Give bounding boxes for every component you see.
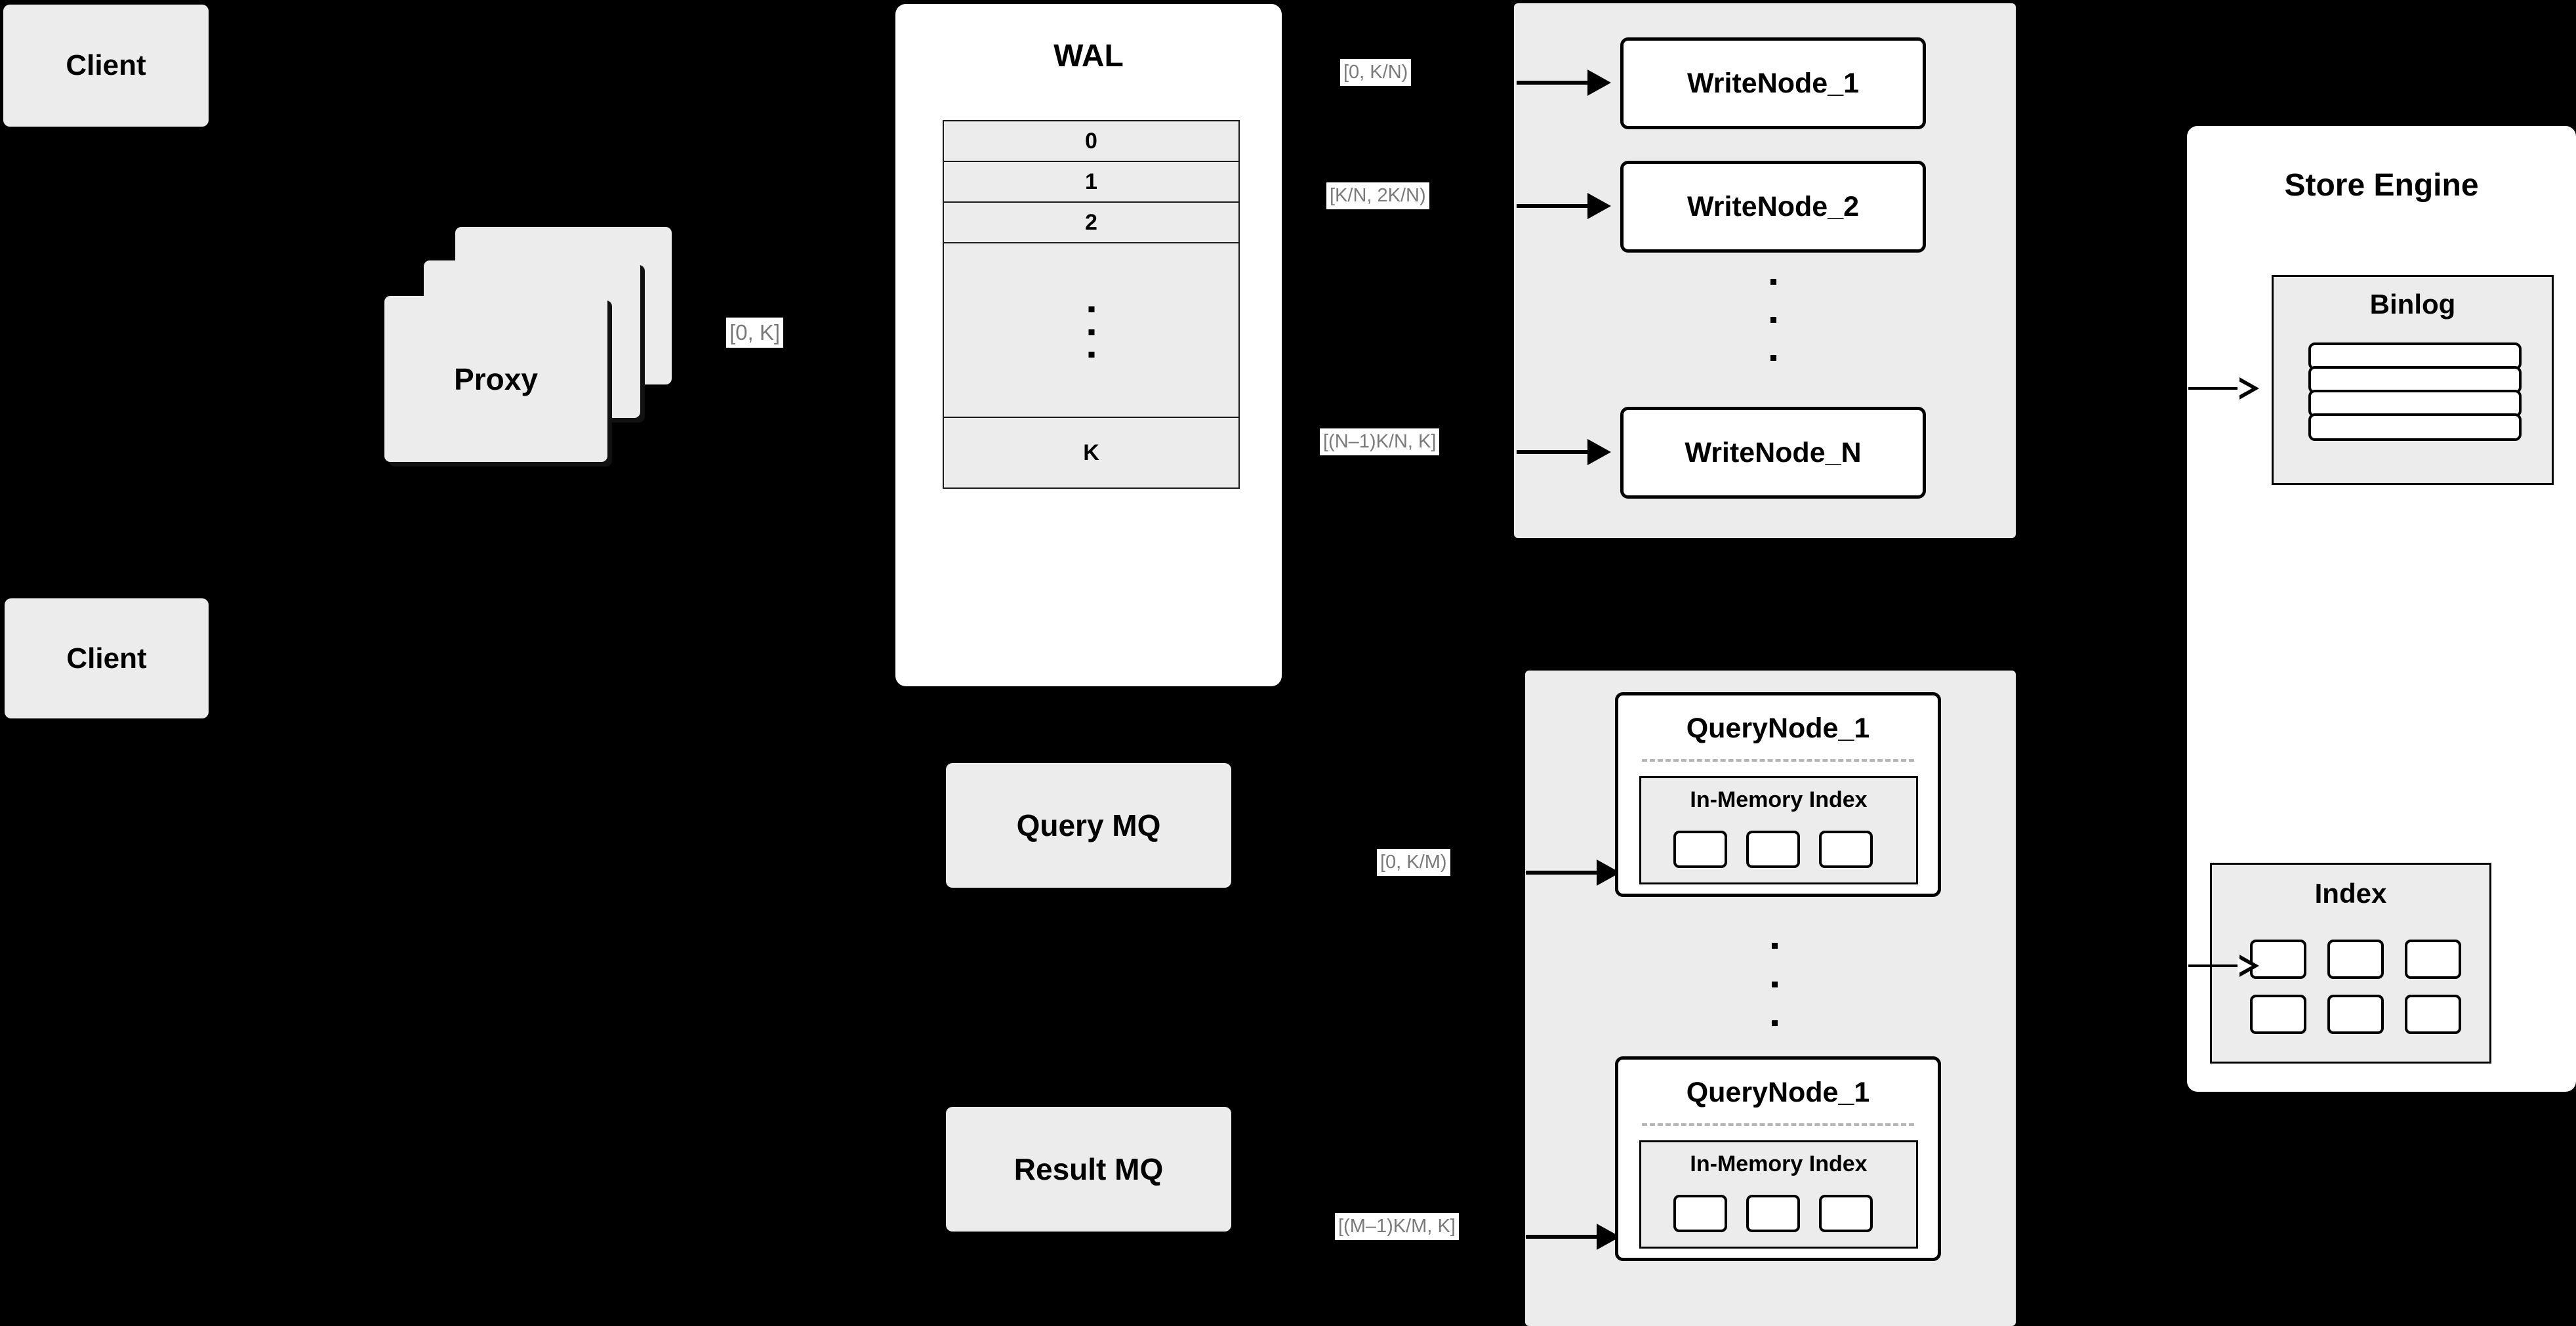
index-cell-5 [2327, 995, 2384, 1034]
binlog-row-3 [2308, 390, 2522, 417]
binlog-arrow-line [2188, 387, 2242, 390]
index-title: Index [2314, 878, 2387, 909]
binlog-title: Binlog [2369, 289, 2456, 320]
client-label-2: Client [66, 642, 147, 674]
wal-entry-0: 0 [943, 120, 1240, 162]
wal-ellipsis-dots [1088, 306, 1094, 358]
query-node-1[interactable]: QueryNode_1 In-Memory Index [1615, 692, 1941, 897]
query-node-2[interactable]: QueryNode_1 In-Memory Index [1615, 1056, 1941, 1261]
query-node-1-segment-1 [1673, 831, 1727, 868]
index-cell-3 [2405, 940, 2461, 979]
proxy-output-range-label: [0, K] [726, 318, 784, 348]
wal-entry-k: K [943, 417, 1240, 489]
write-node-2-label: WriteNode_2 [1687, 190, 1860, 222]
binlog-row-4 [2308, 413, 2522, 441]
query-node-2-range-label: [(M–1)K/M, K] [1335, 1213, 1459, 1241]
store-engine-title: Store Engine [2284, 168, 2479, 203]
binlog-box: Binlog [2272, 275, 2554, 485]
query-node-1-label: QueryNode_1 [1686, 713, 1870, 744]
query-node-2-label: QueryNode_1 [1686, 1077, 1870, 1108]
query-node-2-segment-3 [1819, 1195, 1873, 1232]
query-node-1-arrow-line [1526, 871, 1598, 875]
write-node-n[interactable]: WriteNode_N [1620, 407, 1926, 499]
write-node-2-arrow-line [1517, 204, 1589, 208]
query-node-2-segment-1 [1673, 1195, 1727, 1232]
query-node-1-inmemory-index-title: In-Memory Index [1690, 787, 1868, 812]
write-node-1-arrow-head [1587, 70, 1611, 96]
client-label-1: Client [66, 49, 146, 81]
write-cluster-ellipsis [1770, 279, 1776, 361]
client-box-1[interactable]: Client [3, 5, 209, 127]
query-node-1-segment-3 [1819, 831, 1873, 868]
write-node-2-range-label: [K/N, 2K/N) [1326, 182, 1429, 210]
query-node-1-inmemory-index: In-Memory Index [1639, 776, 1918, 884]
write-node-1-label: WriteNode_1 [1687, 67, 1860, 99]
query-node-1-segment-2 [1746, 831, 1800, 868]
write-node-n-arrow-head [1587, 439, 1611, 465]
index-arrow-head [2238, 955, 2259, 977]
index-cell-4 [2250, 995, 2306, 1034]
binlog-row-1 [2308, 342, 2522, 370]
client-box-2[interactable]: Client [5, 598, 209, 718]
write-node-2[interactable]: WriteNode_2 [1620, 161, 1926, 253]
wal-entry-ellipsis [943, 242, 1240, 418]
query-mq-box[interactable]: Query MQ [946, 763, 1231, 888]
proxy-label: Proxy [454, 362, 538, 396]
binlog-arrow-head [2238, 377, 2259, 400]
index-box: Index [2210, 863, 2491, 1064]
write-node-1[interactable]: WriteNode_1 [1620, 37, 1926, 129]
write-node-2-arrow-head [1587, 193, 1611, 219]
index-cell-1 [2250, 940, 2306, 979]
query-node-2-arrow-line [1526, 1235, 1598, 1239]
wal-title: WAL [1053, 39, 1124, 73]
query-node-2-inmemory-index-title: In-Memory Index [1690, 1151, 1868, 1176]
write-node-1-arrow-line [1517, 81, 1589, 85]
wal-entry-2: 2 [943, 201, 1240, 243]
result-mq-label: Result MQ [1013, 1152, 1164, 1186]
write-node-n-label: WriteNode_N [1685, 436, 1862, 468]
index-arrow-line [2188, 964, 2242, 967]
index-cell-2 [2327, 940, 2384, 979]
write-node-n-arrow-line [1517, 450, 1589, 454]
query-node-1-range-label: [0, K/M) [1377, 849, 1450, 877]
query-node-2-divider [1642, 1123, 1914, 1126]
index-cell-6 [2405, 995, 2461, 1034]
query-node-2-segment-2 [1746, 1195, 1800, 1232]
query-node-2-inmemory-index: In-Memory Index [1639, 1140, 1918, 1249]
query-node-1-divider [1642, 759, 1914, 762]
query-cluster-ellipsis [1771, 943, 1778, 1026]
write-node-n-range-label: [(N–1)K/N, K] [1320, 428, 1440, 456]
write-node-1-range-label: [0, K/N) [1340, 59, 1412, 87]
result-mq-box[interactable]: Result MQ [946, 1107, 1231, 1232]
wal-entry-1: 1 [943, 161, 1240, 203]
proxy-card-front[interactable]: Proxy [384, 296, 607, 462]
query-mq-label: Query MQ [1016, 808, 1161, 842]
